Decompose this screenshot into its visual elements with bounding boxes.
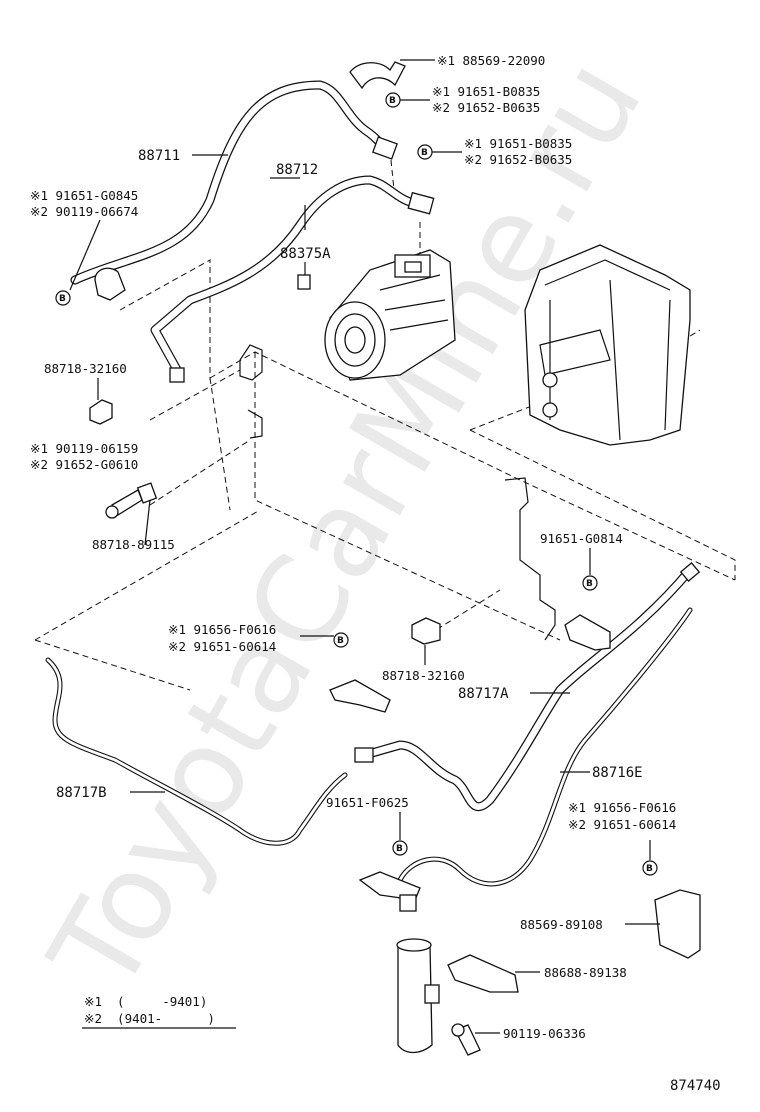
evaporator-housing — [524, 244, 691, 446]
label-88717b: 88717B — [56, 785, 107, 801]
bracket-91656-f0616-left — [329, 679, 391, 713]
label-91651-g0814: 91651-G0814 — [540, 531, 623, 546]
clamp-88569-22090 — [349, 61, 406, 90]
label-90119-06159: ※1 90119-06159 — [30, 441, 138, 456]
svg-text:B: B — [337, 636, 344, 646]
legend: ※1 ( -9401) ※2 (9401- ) — [82, 994, 236, 1029]
label-88716e: 88716E — [592, 765, 643, 781]
label-88569-89108: 88569-89108 — [520, 917, 603, 932]
label-90119-06674: ※2 90119-06674 — [30, 204, 138, 219]
label-91651-b0835-a: ※1 91651-B0835 — [432, 84, 540, 99]
label-91651-b0835-b: ※1 91651-B0835 — [464, 136, 572, 151]
svg-text:B: B — [421, 148, 428, 158]
hose-88711 — [70, 80, 390, 285]
label-91652-b0635-a: ※2 91652-B0635 — [432, 100, 540, 115]
label-91652-g0610: ※2 91652-G0610 — [30, 457, 138, 472]
receiver-drier — [396, 938, 440, 1054]
label-88718-89115: 88718-89115 — [92, 537, 175, 552]
condenser-side-bracket — [239, 344, 556, 641]
bracket-91651-f0625 — [358, 871, 421, 912]
label-88718-32160-a: 88718-32160 — [44, 361, 127, 376]
clip-88718-32160-mid — [411, 617, 441, 645]
svg-text:B: B — [59, 294, 66, 304]
tube-88717b — [45, 657, 348, 846]
label-88711: 88711 — [138, 148, 180, 164]
svg-text:B: B — [586, 579, 593, 589]
bolt-markers: B B B B B B B — [55, 92, 658, 876]
label-91651-60614-b: ※2 91651-60614 — [568, 817, 676, 832]
legend-line-1: ※1 ( -9401) — [84, 994, 207, 1009]
bracket-88688-89138 — [447, 954, 519, 993]
compressor — [324, 249, 456, 381]
label-91651-f0625: 91651-F0625 — [326, 795, 409, 810]
clamp-90119-06674 — [94, 267, 126, 301]
bolt-90119-06159 — [105, 482, 158, 519]
stud-88375a — [297, 274, 311, 290]
label-88718-32160-b: 88718-32160 — [382, 668, 465, 683]
svg-text:B: B — [646, 864, 653, 874]
label-88712: 88712 — [276, 162, 318, 178]
hose-fittings — [169, 136, 701, 763]
label-88688-89138: 88688-89138 — [544, 965, 627, 980]
bolt-90119-06336 — [451, 1023, 481, 1056]
label-91656-f0616-a: ※1 91656-F0616 — [168, 622, 276, 637]
label-91652-b0635-b: ※2 91652-B0635 — [464, 152, 572, 167]
hose-88712 — [150, 175, 425, 380]
leader-lines — [69, 59, 660, 1034]
label-88717a: 88717A — [458, 686, 509, 702]
label-91651-g0845: ※1 91651-G0845 — [30, 188, 138, 203]
label-91651-60614-a: ※2 91651-60614 — [168, 639, 276, 654]
label-90119-06336: 90119-06336 — [503, 1026, 586, 1041]
figure-number: 874740 — [670, 1078, 721, 1094]
bracket-88569-89108 — [654, 889, 701, 959]
tube-88716e — [397, 607, 693, 887]
svg-text:B: B — [389, 96, 396, 106]
clip-88718-32160-top — [89, 399, 113, 425]
legend-line-2: ※2 (9401- ) — [84, 1011, 215, 1026]
svg-text:B: B — [396, 844, 403, 854]
label-88569-22090: ※1 88569-22090 — [437, 53, 545, 68]
bracket-91651-g0814 — [564, 614, 611, 651]
label-88375a: 88375A — [280, 246, 331, 262]
label-91656-f0616-b: ※1 91656-F0616 — [568, 800, 676, 815]
part-labels: ※1 88569-22090 ※1 91651-B0835 ※2 91652-B… — [30, 53, 676, 1041]
